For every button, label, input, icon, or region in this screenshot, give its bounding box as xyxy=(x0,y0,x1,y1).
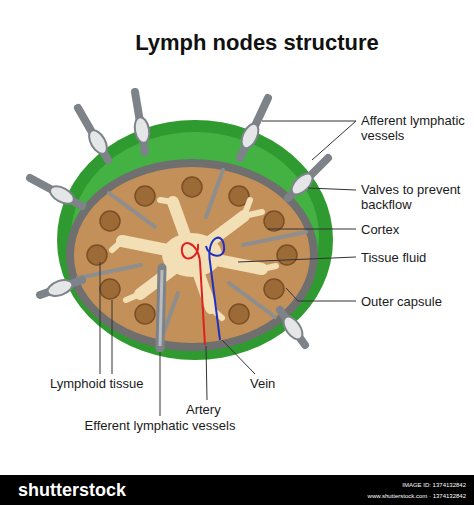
valve xyxy=(45,277,74,299)
cortex-area xyxy=(74,167,310,343)
leader-line xyxy=(112,300,113,374)
tissue-fluid-branches xyxy=(112,200,276,318)
afferent-vessels xyxy=(30,92,328,345)
branch xyxy=(112,241,122,250)
leader-line xyxy=(100,262,101,374)
outer-tissue xyxy=(57,120,333,360)
efferent-vessel xyxy=(160,268,162,348)
valve xyxy=(280,313,306,342)
leader-lines xyxy=(100,121,356,416)
watermark-url: www.shutterstock.com · 1374132842 xyxy=(280,492,466,500)
valve xyxy=(238,121,262,150)
callout-label: Efferent lymphatic vessels xyxy=(75,418,245,433)
septum xyxy=(243,232,306,245)
follicle xyxy=(100,279,120,299)
leader-line xyxy=(268,229,356,230)
leader-line xyxy=(312,121,356,160)
leader-line xyxy=(160,352,161,416)
follicle xyxy=(182,177,202,197)
callout-label: Vein xyxy=(250,376,310,391)
leader-line xyxy=(308,188,356,190)
efferent-vessel-shine xyxy=(160,270,162,346)
callout-label: Afferent lymphatic vessels xyxy=(361,113,471,143)
vein-line xyxy=(206,238,224,340)
leader-line xyxy=(238,257,356,262)
follicle xyxy=(135,304,155,324)
leader-line xyxy=(262,121,356,122)
valve xyxy=(47,183,77,208)
branch xyxy=(160,200,173,202)
leader-line xyxy=(206,346,207,400)
branch xyxy=(126,294,140,300)
follicle xyxy=(264,279,284,299)
artery-line xyxy=(182,243,205,345)
callout-label: Tissue fluid xyxy=(361,250,471,265)
watermark-id: IMAGE ID: 1374132842 xyxy=(300,481,466,489)
branch xyxy=(244,200,250,216)
callout-label: Outer capsule xyxy=(361,294,471,309)
leader-line xyxy=(298,301,356,302)
footer-bar xyxy=(0,475,474,505)
diagram-title: Lymph nodes structure xyxy=(20,31,474,55)
follicle xyxy=(277,245,297,265)
vessel xyxy=(288,158,328,198)
leader-line xyxy=(222,340,255,374)
leader-line xyxy=(286,288,298,301)
valve xyxy=(288,170,316,198)
follicle xyxy=(87,245,107,265)
watermark-logo: shutterstock xyxy=(18,480,158,500)
callout-label: Valves to prevent backflow xyxy=(361,182,471,212)
valve xyxy=(85,127,110,157)
callout-label: Cortex xyxy=(361,222,471,237)
branch xyxy=(262,266,276,269)
follicle xyxy=(229,304,249,324)
outer-capsule xyxy=(66,159,318,351)
callout-label: Artery xyxy=(186,402,246,417)
follicles xyxy=(87,177,297,324)
tissue-fluid xyxy=(122,202,262,308)
septum xyxy=(206,170,223,217)
follicle xyxy=(264,211,284,231)
follicle xyxy=(135,186,155,206)
septum xyxy=(78,265,141,278)
valve xyxy=(133,116,151,144)
follicle xyxy=(100,211,120,231)
callout-label: Lymphoid tissue xyxy=(50,376,170,391)
